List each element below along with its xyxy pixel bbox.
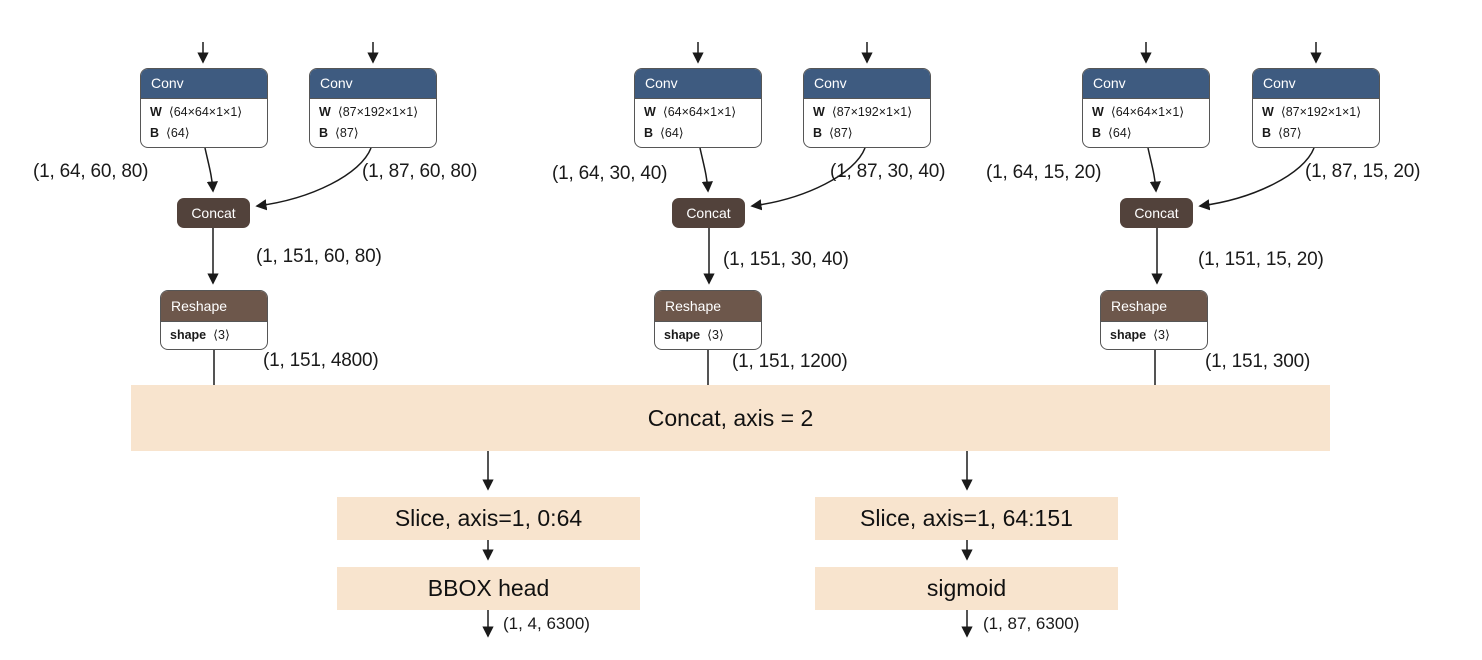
bias-param: B ⟨64⟩ (150, 123, 259, 144)
shape-param: shape ⟨3⟩ (1101, 322, 1207, 349)
tensor-shape-label: (1, 87, 15, 20) (1305, 161, 1421, 182)
bias-param-name: B (644, 126, 654, 140)
tensor-shape-label: (1, 151, 300) (1205, 351, 1311, 372)
edge-conv-concat (204, 147, 218, 193)
tensor-shape-label: (1, 151, 1200) (732, 351, 848, 372)
bias-param-value: ⟨64⟩ (166, 126, 190, 140)
tensor-shape-label: (1, 64, 15, 20) (986, 162, 1102, 183)
weight-param: W ⟨64×64×1×1⟩ (644, 102, 753, 123)
weight-param: W ⟨64×64×1×1⟩ (1092, 102, 1201, 123)
reshape-node[interactable]: Reshape shape ⟨3⟩ (160, 290, 268, 350)
weight-param-name: W (1092, 105, 1104, 119)
weight-param-value: ⟨64×64×1×1⟩ (168, 105, 243, 119)
conv-node-header: Conv (141, 69, 267, 99)
tensor-shape-label: (1, 87, 60, 80) (362, 161, 478, 182)
tensor-shape-label: (1, 151, 4800) (263, 350, 379, 371)
shape-param: shape ⟨3⟩ (161, 322, 267, 349)
bias-param-name: B (150, 126, 160, 140)
conv-node[interactable]: Conv W ⟨87×192×1×1⟩ B ⟨87⟩ (803, 68, 931, 148)
shape-param-value: ⟨3⟩ (213, 328, 230, 342)
weight-param-name: W (319, 105, 331, 119)
shape-param-name: shape (664, 328, 701, 342)
sigmoid-box: sigmoid (815, 567, 1118, 610)
conv-node-header: Conv (310, 69, 436, 99)
weight-param-value: ⟨87×192×1×1⟩ (337, 105, 419, 119)
bias-param-value: ⟨64⟩ (660, 126, 684, 140)
edge-conv-concat (1147, 147, 1161, 193)
conv-node-header: Conv (1083, 69, 1209, 99)
bias-param: B ⟨87⟩ (1262, 123, 1371, 144)
conv-node[interactable]: Conv W ⟨64×64×1×1⟩ B ⟨64⟩ (140, 68, 268, 148)
bias-param: B ⟨64⟩ (1092, 123, 1201, 144)
bias-param-name: B (813, 126, 823, 140)
bias-param-value: ⟨87⟩ (829, 126, 853, 140)
bias-param-name: B (319, 126, 329, 140)
concat-node[interactable]: Concat (672, 198, 745, 228)
shape-param-value: ⟨3⟩ (707, 328, 724, 342)
conv-node[interactable]: Conv W ⟨64×64×1×1⟩ B ⟨64⟩ (1082, 68, 1210, 148)
weight-param: W ⟨87×192×1×1⟩ (319, 102, 428, 123)
weight-param-value: ⟨87×192×1×1⟩ (1280, 105, 1362, 119)
output-shape-label: (1, 87, 6300) (983, 614, 1080, 633)
tensor-shape-label: (1, 151, 15, 20) (1198, 249, 1324, 270)
tensor-shape-label: (1, 64, 60, 80) (33, 161, 149, 182)
concat-axis-bar: Concat, axis = 2 (131, 385, 1330, 451)
weight-param: W ⟨87×192×1×1⟩ (813, 102, 922, 123)
concat-node[interactable]: Concat (177, 198, 250, 228)
bias-param-value: ⟨64⟩ (1108, 126, 1132, 140)
weight-param-value: ⟨64×64×1×1⟩ (662, 105, 737, 119)
conv-node-header: Conv (1253, 69, 1379, 99)
bias-param: B ⟨87⟩ (813, 123, 922, 144)
tensor-shape-label: (1, 87, 30, 40) (830, 161, 946, 182)
tensor-shape-label: (1, 151, 60, 80) (256, 246, 382, 267)
reshape-node[interactable]: Reshape shape ⟨3⟩ (654, 290, 762, 350)
slice-box-bbox: Slice, axis=1, 0:64 (337, 497, 640, 540)
conv-node[interactable]: Conv W ⟨87×192×1×1⟩ B ⟨87⟩ (309, 68, 437, 148)
reshape-node-header: Reshape (655, 291, 761, 322)
weight-param-value: ⟨87×192×1×1⟩ (831, 105, 913, 119)
tensor-shape-label: (1, 64, 30, 40) (552, 163, 668, 184)
bbox-head-box: BBOX head (337, 567, 640, 610)
slice-box-sigmoid: Slice, axis=1, 64:151 (815, 497, 1118, 540)
tensor-shape-label: (1, 151, 30, 40) (723, 249, 849, 270)
weight-param: W ⟨87×192×1×1⟩ (1262, 102, 1371, 123)
bias-param-name: B (1092, 126, 1102, 140)
bias-param: B ⟨87⟩ (319, 123, 428, 144)
reshape-node-header: Reshape (161, 291, 267, 322)
bias-param: B ⟨64⟩ (644, 123, 753, 144)
shape-param-name: shape (1110, 328, 1147, 342)
edge-conv-concat (255, 147, 372, 211)
weight-param-value: ⟨64×64×1×1⟩ (1110, 105, 1185, 119)
weight-param-name: W (1262, 105, 1274, 119)
bias-param-value: ⟨87⟩ (335, 126, 359, 140)
weight-param-name: W (644, 105, 656, 119)
conv-node[interactable]: Conv W ⟨87×192×1×1⟩ B ⟨87⟩ (1252, 68, 1380, 148)
reshape-node-header: Reshape (1101, 291, 1207, 322)
shape-param-value: ⟨3⟩ (1153, 328, 1170, 342)
output-shape-label: (1, 4, 6300) (503, 614, 590, 633)
edge-conv-concat (1198, 147, 1315, 211)
edge-conv-concat (699, 147, 713, 193)
conv-node-header: Conv (635, 69, 761, 99)
weight-param: W ⟨64×64×1×1⟩ (150, 102, 259, 123)
conv-node[interactable]: Conv W ⟨64×64×1×1⟩ B ⟨64⟩ (634, 68, 762, 148)
reshape-node[interactable]: Reshape shape ⟨3⟩ (1100, 290, 1208, 350)
concat-node[interactable]: Concat (1120, 198, 1193, 228)
weight-param-name: W (813, 105, 825, 119)
shape-param-name: shape (170, 328, 207, 342)
bias-param-value: ⟨87⟩ (1278, 126, 1302, 140)
shape-param: shape ⟨3⟩ (655, 322, 761, 349)
bias-param-name: B (1262, 126, 1272, 140)
weight-param-name: W (150, 105, 162, 119)
conv-node-header: Conv (804, 69, 930, 99)
